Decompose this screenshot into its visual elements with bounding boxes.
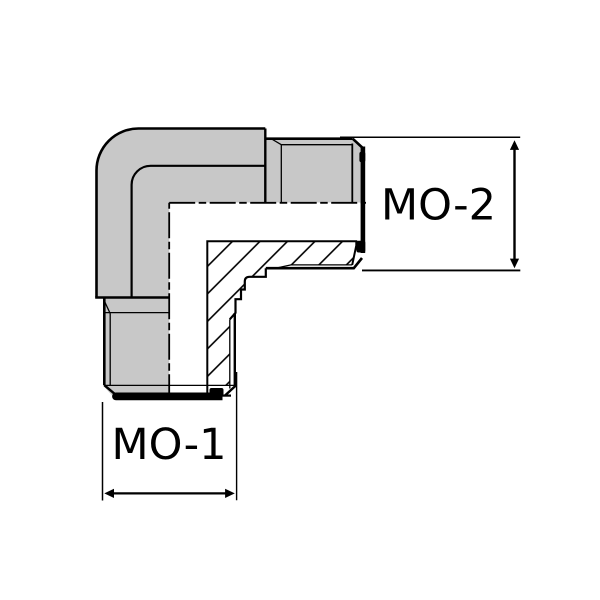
svg-text:MO-2: MO-2 xyxy=(381,180,496,230)
svg-text:MO-1: MO-1 xyxy=(112,420,227,470)
